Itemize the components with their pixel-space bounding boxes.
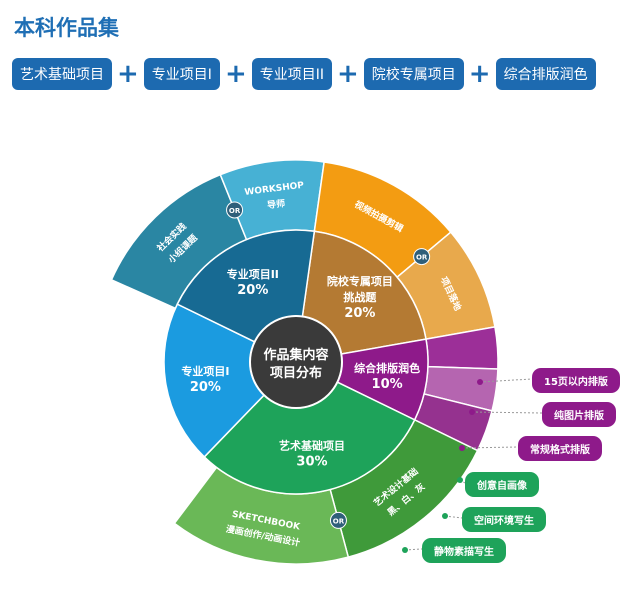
plus-icon: + bbox=[224, 59, 247, 89]
segment-label: 挑战题 bbox=[343, 290, 377, 304]
plus-icon: + bbox=[468, 59, 491, 89]
callout-dot bbox=[442, 513, 448, 519]
tab-art-basics[interactable]: 艺术基础项目 bbox=[12, 58, 112, 90]
or-label: OR bbox=[229, 207, 241, 215]
tab-major-1[interactable]: 专业项目I bbox=[143, 58, 220, 90]
segment-label: 艺术基础项目 bbox=[279, 439, 345, 453]
tab-layout[interactable]: 综合排版润色 bbox=[495, 58, 596, 90]
segment-percent: 20% bbox=[344, 306, 375, 321]
segment-percent: 30% bbox=[296, 455, 327, 470]
callout-line bbox=[479, 378, 533, 383]
center-label: 作品集内容 bbox=[263, 347, 328, 363]
page-title: 本科作品集 bbox=[14, 16, 119, 40]
or-badge bbox=[413, 248, 431, 266]
callout-pill: 空间环境写生 bbox=[462, 507, 546, 532]
or-badge bbox=[226, 201, 244, 219]
segment-percent: 20% bbox=[237, 283, 268, 298]
tab-school-specific[interactable]: 院校专属项目 bbox=[363, 58, 464, 90]
plus-icon: + bbox=[117, 59, 139, 89]
plus-icon: + bbox=[337, 59, 359, 89]
or-label: OR bbox=[416, 254, 428, 262]
segment-label: 院校专属项目 bbox=[327, 274, 393, 288]
segment-percent: 20% bbox=[190, 380, 221, 395]
or-badge bbox=[329, 511, 347, 529]
callout-pill: 15页以内排版 bbox=[532, 368, 620, 393]
segment-label: 专业项目II bbox=[227, 267, 279, 281]
callout-dot bbox=[457, 477, 463, 483]
callout-dot bbox=[469, 409, 475, 415]
segment-label: 综合排版润色 bbox=[354, 361, 420, 375]
segment-percent: 10% bbox=[372, 377, 403, 392]
callout-line bbox=[404, 548, 423, 551]
or-label: OR bbox=[333, 517, 345, 525]
outer-segment-label: 导师 bbox=[266, 197, 285, 211]
callout-line bbox=[444, 515, 463, 519]
center-circle bbox=[249, 315, 343, 409]
callout-pill: 常规格式排版 bbox=[518, 436, 602, 461]
segment-label: 专业项目I bbox=[181, 364, 229, 378]
callout-dot bbox=[477, 379, 483, 385]
center-label: 项目分布 bbox=[270, 365, 322, 381]
callout-line bbox=[461, 446, 519, 449]
callout-dot bbox=[459, 445, 465, 451]
callout-pill: 纯图片排版 bbox=[542, 402, 616, 427]
project-tabs: 艺术基础项目+ 专业项目I+ 专业项目II+ 院校专属项目+ 综合排版润色 bbox=[12, 58, 596, 90]
tab-major-2[interactable]: 专业项目II bbox=[251, 58, 332, 90]
callout-pill: 创意自画像 bbox=[465, 472, 539, 497]
callout-dot bbox=[402, 547, 408, 553]
callout-pill: 静物素描写生 bbox=[422, 538, 506, 563]
